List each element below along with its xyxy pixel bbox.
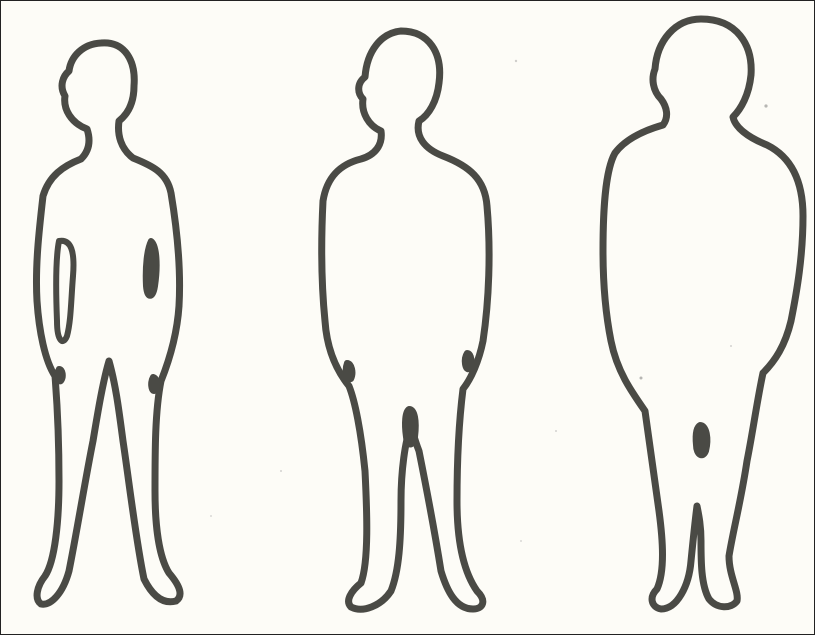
average-left-hand-mark (346, 363, 353, 379)
thin-right-hand-mark (151, 377, 157, 391)
average-crotch-gap (405, 409, 416, 445)
thin-left-arm-gap (56, 241, 73, 341)
average-body-outline (322, 31, 489, 609)
average-right-hand-mark (465, 353, 472, 369)
thin-left-hand-mark (58, 369, 63, 381)
obese-body-silhouette-icon (603, 19, 803, 609)
obese-body-outline (603, 19, 803, 609)
thin-body-silhouette-icon (36, 43, 180, 604)
obese-crotch-gap (696, 425, 708, 455)
thin-right-arm-gap (146, 241, 157, 296)
average-body-silhouette-icon (322, 31, 489, 609)
